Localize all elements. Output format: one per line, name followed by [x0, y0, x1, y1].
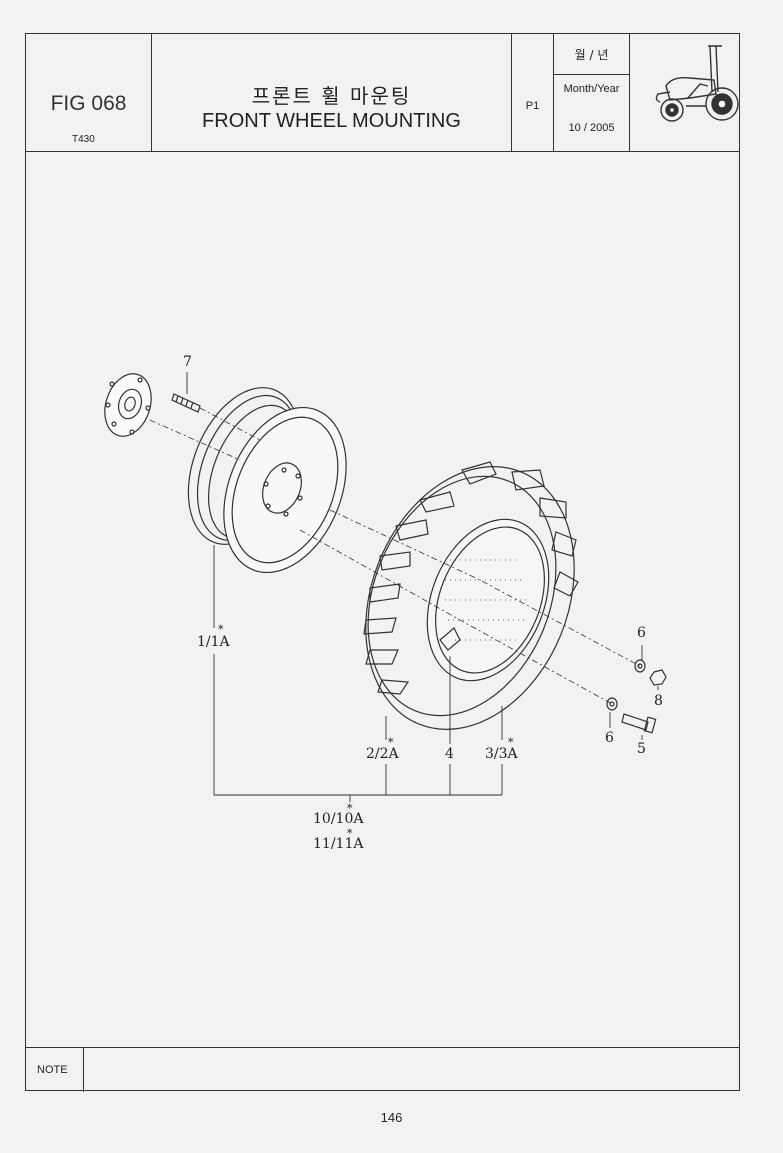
callout-11-asterisk: *	[347, 827, 353, 840]
figure-number: FIG 068	[50, 92, 127, 115]
washer-nut-bolt	[606, 659, 667, 734]
month-year-value: 10 / 2005	[568, 122, 615, 134]
callout-8: 8	[654, 693, 663, 709]
callout-10-asterisk: *	[347, 802, 353, 815]
figure-cell: FIG 068 T430	[26, 34, 152, 151]
tractor-icon	[655, 45, 739, 122]
callout-6-bottom: 6	[605, 730, 614, 746]
callout-5: 5	[637, 741, 646, 757]
model-code: T430	[72, 134, 95, 145]
callout-11: 11/11A	[313, 836, 364, 852]
wheel-stud	[171, 393, 201, 413]
tractor-cell	[630, 34, 741, 151]
callout-2-asterisk: *	[388, 736, 394, 749]
note-label: NOTE	[26, 1048, 84, 1092]
leader-lines	[186, 372, 659, 802]
month-year-korean: 월 / 년	[574, 48, 609, 62]
wheel-rim	[187, 387, 347, 574]
month-year-label: Month/Year	[563, 83, 620, 95]
callout-1-asterisk: *	[218, 623, 224, 636]
month-year-cell: 월 / 년 Month/Year 10 / 2005	[554, 34, 630, 151]
page-number: 146	[380, 1110, 403, 1125]
callout-4: 4	[445, 746, 454, 762]
title-cell: 프론트 휠 마운팅 FRONT WHEEL MOUNTING	[152, 34, 512, 151]
assembly-axis-lines	[149, 407, 641, 705]
page-code-cell: P1	[512, 34, 554, 151]
tyre	[363, 461, 579, 730]
parts-sheet: FIG 068 T430 프론트 휠 마운팅 FRONT WHEEL MOUNT…	[25, 33, 740, 1092]
month-year-divider	[554, 74, 629, 75]
callout-10: 10/10A	[313, 811, 364, 827]
callout-3: 3/3A	[485, 746, 519, 762]
page-code: P1	[525, 100, 540, 112]
callout-1: 1/1A	[197, 634, 231, 650]
callout-2: 2/2A	[366, 746, 400, 762]
callout-6-top: 6	[637, 625, 646, 641]
callout-3-asterisk: *	[508, 736, 514, 749]
title-korean: 프론트 휠 마운팅	[251, 84, 412, 108]
callout-7: 7	[183, 354, 192, 370]
header-block: FIG 068 T430 프론트 휠 마운팅 FRONT WHEEL MOUNT…	[26, 34, 739, 152]
title-english: FRONT WHEEL MOUNTING	[202, 110, 461, 132]
note-row: NOTE	[26, 1047, 739, 1092]
hub-flange	[104, 373, 152, 437]
